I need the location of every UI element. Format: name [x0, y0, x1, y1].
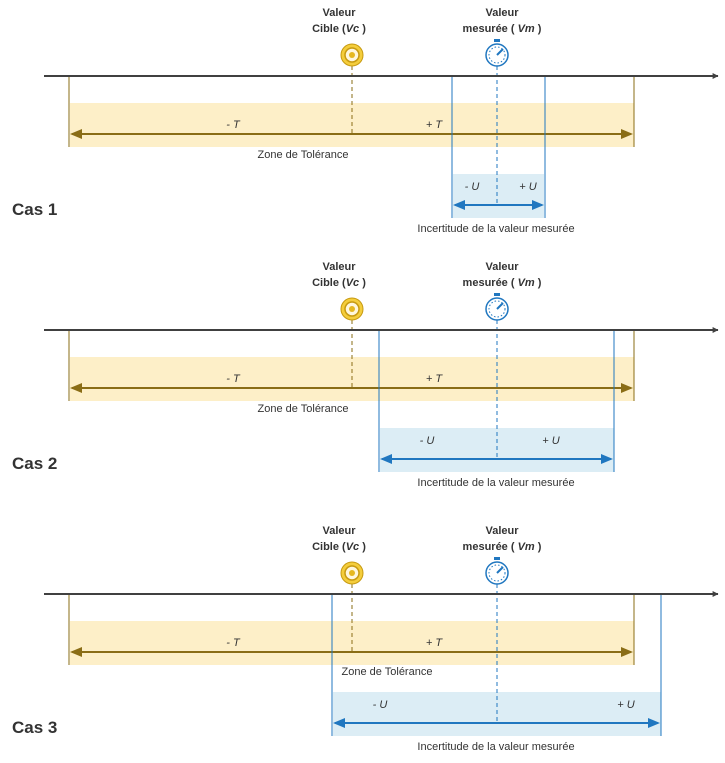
target-label-line1: Valeur [322, 525, 356, 537]
target-label-line2: Cible (Vc ) [312, 541, 366, 553]
tolerance-minus-label: - T [226, 637, 241, 649]
tolerance-caption: Zone de Tolérance [342, 666, 433, 678]
measured-label-line2: mesurée ( Vm ) [463, 541, 542, 553]
target-label-line2: Cible (Vc ) [312, 277, 366, 289]
measured-label-line2: mesurée ( Vm ) [463, 277, 542, 289]
uncertainty-plus-label: + U [617, 699, 634, 711]
target-label-line1: Valeur [322, 7, 356, 19]
tolerance-plus-label: + T [426, 119, 443, 131]
stopwatch-icon [485, 39, 509, 67]
measured-label-line1: Valeur [485, 7, 519, 19]
tolerance-plus-label: + T [426, 637, 443, 649]
tolerance-arrowhead-left [70, 129, 82, 139]
target-icon [340, 297, 364, 321]
uncertainty-arrowhead-left [453, 200, 465, 210]
case-2: - T + T Zone de Tolérance - U + U Incert… [12, 261, 719, 489]
tolerance-minus-label: - T [226, 119, 241, 131]
uncertainty-arrowhead-left [380, 454, 392, 464]
uncertainty-arrowhead-right [532, 200, 544, 210]
tolerance-arrowhead-left [70, 383, 82, 393]
stopwatch-icon [485, 293, 509, 321]
target-label-line2: Cible (Vc ) [312, 23, 366, 35]
stopwatch-icon [485, 557, 509, 585]
target-label-line1: Valeur [322, 261, 356, 273]
measured-label-line2: mesurée ( Vm ) [463, 23, 542, 35]
uncertainty-plus-label: + U [519, 181, 536, 193]
uncertainty-band [453, 174, 544, 218]
uncertainty-minus-label: - U [373, 699, 388, 711]
tolerance-minus-label: - T [226, 373, 241, 385]
case-label: Cas 2 [12, 454, 57, 473]
target-icon [340, 561, 364, 585]
tolerance-arrowhead-right [621, 647, 633, 657]
uncertainty-minus-label: - U [420, 435, 435, 447]
uncertainty-arrowhead-left [333, 718, 345, 728]
measured-label-line1: Valeur [485, 261, 519, 273]
case-3: - T + T Zone de Tolérance - U + U Incert… [12, 525, 719, 753]
uncertainty-arrowhead-right [648, 718, 660, 728]
case-1: - T + T Zone de Tolérance - U + U Incert… [12, 7, 719, 235]
case-label: Cas 3 [12, 718, 57, 737]
case-label: Cas 1 [12, 200, 57, 219]
uncertainty-caption: Incertitude de la valeur mesurée [417, 223, 574, 235]
measured-label-line1: Valeur [485, 525, 519, 537]
uncertainty-caption: Incertitude de la valeur mesurée [417, 741, 574, 753]
tolerance-caption: Zone de Tolérance [258, 149, 349, 161]
tolerance-arrowhead-left [70, 647, 82, 657]
tolerance-caption: Zone de Tolérance [258, 403, 349, 415]
tolerance-arrowhead-right [621, 129, 633, 139]
uncertainty-arrowhead-right [601, 454, 613, 464]
tolerance-arrowhead-right [621, 383, 633, 393]
uncertainty-minus-label: - U [465, 181, 480, 193]
target-icon [340, 43, 364, 67]
tolerance-plus-label: + T [426, 373, 443, 385]
uncertainty-plus-label: + U [542, 435, 559, 447]
uncertainty-caption: Incertitude de la valeur mesurée [417, 477, 574, 489]
